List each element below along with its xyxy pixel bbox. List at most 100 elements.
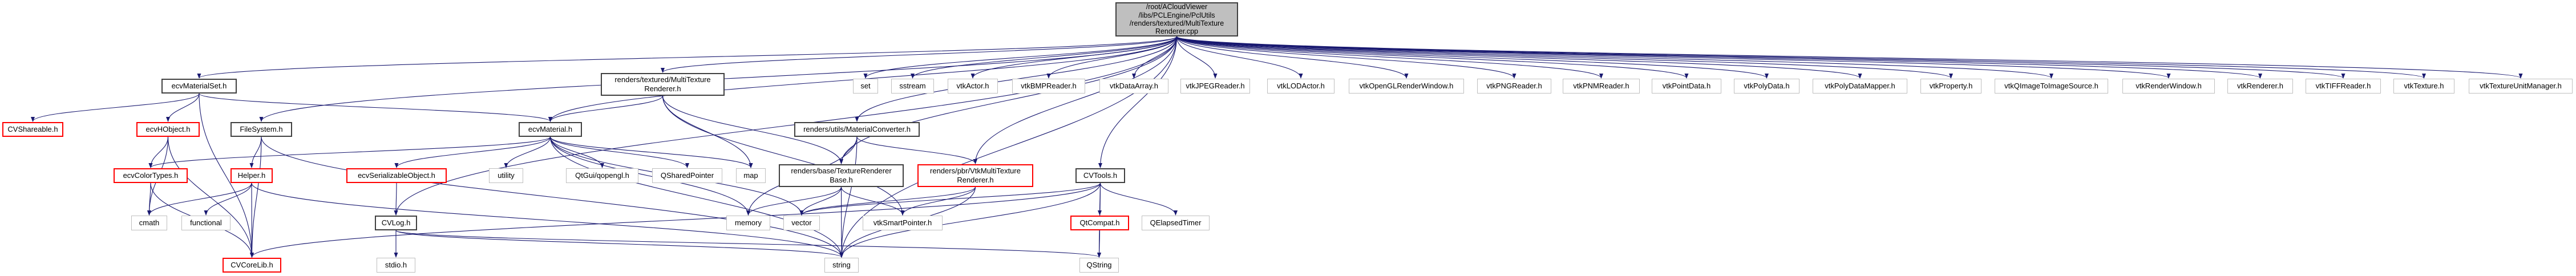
edge-root-vtklod bbox=[1176, 36, 1303, 79]
edge-cvlog-qstring bbox=[395, 230, 1101, 258]
edge-materialset-cvshareable bbox=[31, 93, 200, 122]
node-stdio: stdio.h bbox=[377, 258, 415, 273]
edge-mtr-map bbox=[662, 95, 753, 168]
edge-matconv-string bbox=[839, 136, 858, 258]
edge-root-vtkpng bbox=[1176, 36, 1517, 79]
edge-materialset-cvcorelib bbox=[199, 93, 254, 258]
node-filesystem[interactable]: FileSystem.h bbox=[230, 122, 292, 137]
edge-root-vtkproperty bbox=[1176, 36, 1953, 79]
node-vtkproperty: vtkProperty.h bbox=[1920, 79, 1981, 94]
node-cvshareable[interactable]: CVShareable.h bbox=[2, 122, 63, 137]
node-materialset[interactable]: ecvMaterialSet.h bbox=[161, 79, 237, 94]
node-vtkpointdata: vtkPointData.h bbox=[1652, 79, 1721, 94]
node-vtkpnm: vtkPNMReader.h bbox=[1563, 79, 1640, 94]
edge-root-vtkpolydata bbox=[1176, 36, 1769, 79]
edge-root-vtktexunitmgr bbox=[1176, 36, 2522, 79]
node-cmath: cmath bbox=[131, 216, 167, 230]
edge-material-map bbox=[549, 136, 753, 168]
edge-material-memory bbox=[549, 136, 750, 216]
node-mtr[interactable]: renders/textured/MultiTexture Renderer.h bbox=[601, 73, 725, 96]
edge-helper-string bbox=[251, 182, 844, 258]
edge-cvtools-vector bbox=[799, 182, 1101, 216]
edge-material-colortypes bbox=[148, 136, 551, 168]
node-memory: memory bbox=[726, 216, 770, 230]
edge-root-cvlog bbox=[394, 36, 1178, 216]
edge-trb-memory bbox=[746, 186, 842, 216]
node-qtcompat[interactable]: QtCompat.h bbox=[1070, 216, 1129, 230]
edge-qtcompat-qstring bbox=[1097, 230, 1102, 258]
edge-root-sstream bbox=[911, 36, 1178, 79]
node-vtkrenderwindow: vtkRenderWindow.h bbox=[2122, 79, 2215, 94]
node-vtkactor: vtkActor.h bbox=[948, 79, 998, 94]
edge-mtr-vtksmartptr bbox=[662, 95, 905, 216]
edge-mtr-material bbox=[548, 95, 664, 122]
node-vtkpolydata: vtkPolyData.h bbox=[1734, 79, 1799, 94]
node-vector: vector bbox=[783, 216, 820, 230]
node-helper[interactable]: Helper.h bbox=[230, 168, 273, 183]
edge-cvtools-string bbox=[839, 182, 1101, 258]
edge-trb-vtksmartptr bbox=[840, 186, 905, 216]
node-vtktexunitmgr: vtkTextureUnitManager.h bbox=[2469, 79, 2573, 94]
edge-mtr-trb bbox=[662, 95, 843, 164]
edge-cvtools-cvcorelib bbox=[250, 182, 1101, 258]
edge-trb-vector bbox=[799, 186, 842, 216]
edge-root-vtkbmp bbox=[1046, 36, 1178, 79]
edge-root-string bbox=[839, 36, 1178, 258]
edge-vmr-vector bbox=[799, 186, 976, 216]
edge-helper-functional bbox=[204, 182, 252, 216]
node-cvcorelib[interactable]: CVCoreLib.h bbox=[223, 258, 281, 273]
node-vtkqimage: vtkQImageToImageSource.h bbox=[1995, 79, 2108, 94]
edge-material-utility bbox=[504, 136, 551, 168]
node-qstring: QString bbox=[1079, 258, 1119, 273]
node-utility: utility bbox=[489, 168, 523, 183]
edge-colortypes-cmath bbox=[147, 182, 152, 216]
node-vtkjpeg: vtkJPEGReader.h bbox=[1180, 79, 1250, 94]
edge-root-vtkqimage bbox=[1176, 36, 2053, 79]
node-string: string bbox=[824, 258, 859, 273]
edge-material-qopengl bbox=[549, 136, 604, 168]
node-trb[interactable]: renders/base/TextureRenderer Base.h bbox=[779, 164, 904, 187]
node-vtklod: vtkLODActor.h bbox=[1267, 79, 1334, 94]
node-colortypes[interactable]: ecvColorTypes.h bbox=[114, 168, 188, 183]
node-set: set bbox=[853, 79, 878, 94]
edge-cvlog-string bbox=[395, 230, 844, 258]
node-serializable[interactable]: ecvSerializableObject.h bbox=[346, 168, 447, 183]
node-matconv[interactable]: renders/utils/MaterialConverter.h bbox=[794, 122, 920, 137]
node-vtkpng: vtkPNGReader.h bbox=[1477, 79, 1551, 94]
edge-root-set bbox=[863, 36, 1178, 79]
node-hobject[interactable]: ecvHObject.h bbox=[136, 122, 200, 137]
edge-matconv-vmr bbox=[856, 136, 977, 164]
node-vtktexture: vtkTexture.h bbox=[2393, 79, 2454, 94]
node-qopengl: QtGui/qopengl.h bbox=[566, 168, 638, 183]
edge-cvtools-qelapsed bbox=[1099, 182, 1178, 216]
node-material[interactable]: ecvMaterial.h bbox=[519, 122, 582, 137]
node-vtkopenglrw: vtkOpenGLRenderWindow.h bbox=[1349, 79, 1464, 94]
edge-material-serializable bbox=[394, 136, 551, 168]
node-sstream: sstream bbox=[891, 79, 934, 94]
edge-filesystem-string bbox=[261, 136, 844, 258]
node-vtkrenderer: vtkRenderer.h bbox=[2227, 79, 2293, 94]
edge-root-vtkactor bbox=[970, 36, 1178, 79]
node-cvlog[interactable]: CVLog.h bbox=[375, 216, 417, 230]
node-functional: functional bbox=[181, 216, 230, 230]
node-vtktiff: vtkTIFFReader.h bbox=[2306, 79, 2381, 94]
node-cvtools[interactable]: CVTools.h bbox=[1075, 168, 1125, 183]
edge-root-vtkjpeg bbox=[1176, 36, 1218, 79]
node-vmr[interactable]: renders/pbr/VtkMultiTexture Renderer.h bbox=[917, 164, 1033, 187]
edge-vmr-vtksmartptr bbox=[900, 186, 976, 216]
edge-root-trb bbox=[839, 36, 1178, 164]
node-qelapsed: QElapsedTimer bbox=[1142, 216, 1210, 230]
edge-serializable-cvlog bbox=[394, 182, 398, 216]
node-qsharedptr: QSharedPointer bbox=[652, 168, 722, 183]
node-vtkpolydatamapper: vtkPolyDataMapper.h bbox=[1813, 79, 1907, 94]
edge-root-vtkdataarray bbox=[1132, 36, 1178, 79]
edge-root-vtkpointdata bbox=[1176, 36, 1689, 79]
edge-root-cvtools bbox=[1098, 36, 1178, 168]
node-vtkbmp: vtkBMPReader.h bbox=[1012, 79, 1085, 94]
node-root[interactable]: /root/ACloudViewer /libs/PCLEngine/PclUt… bbox=[1115, 2, 1238, 36]
edge-root-vtkrenderwindow bbox=[1176, 36, 2171, 79]
edge-root-vtktexture bbox=[1176, 36, 2426, 79]
edge-root-vtktiff bbox=[1176, 36, 2345, 79]
edge-material-string bbox=[549, 136, 844, 258]
